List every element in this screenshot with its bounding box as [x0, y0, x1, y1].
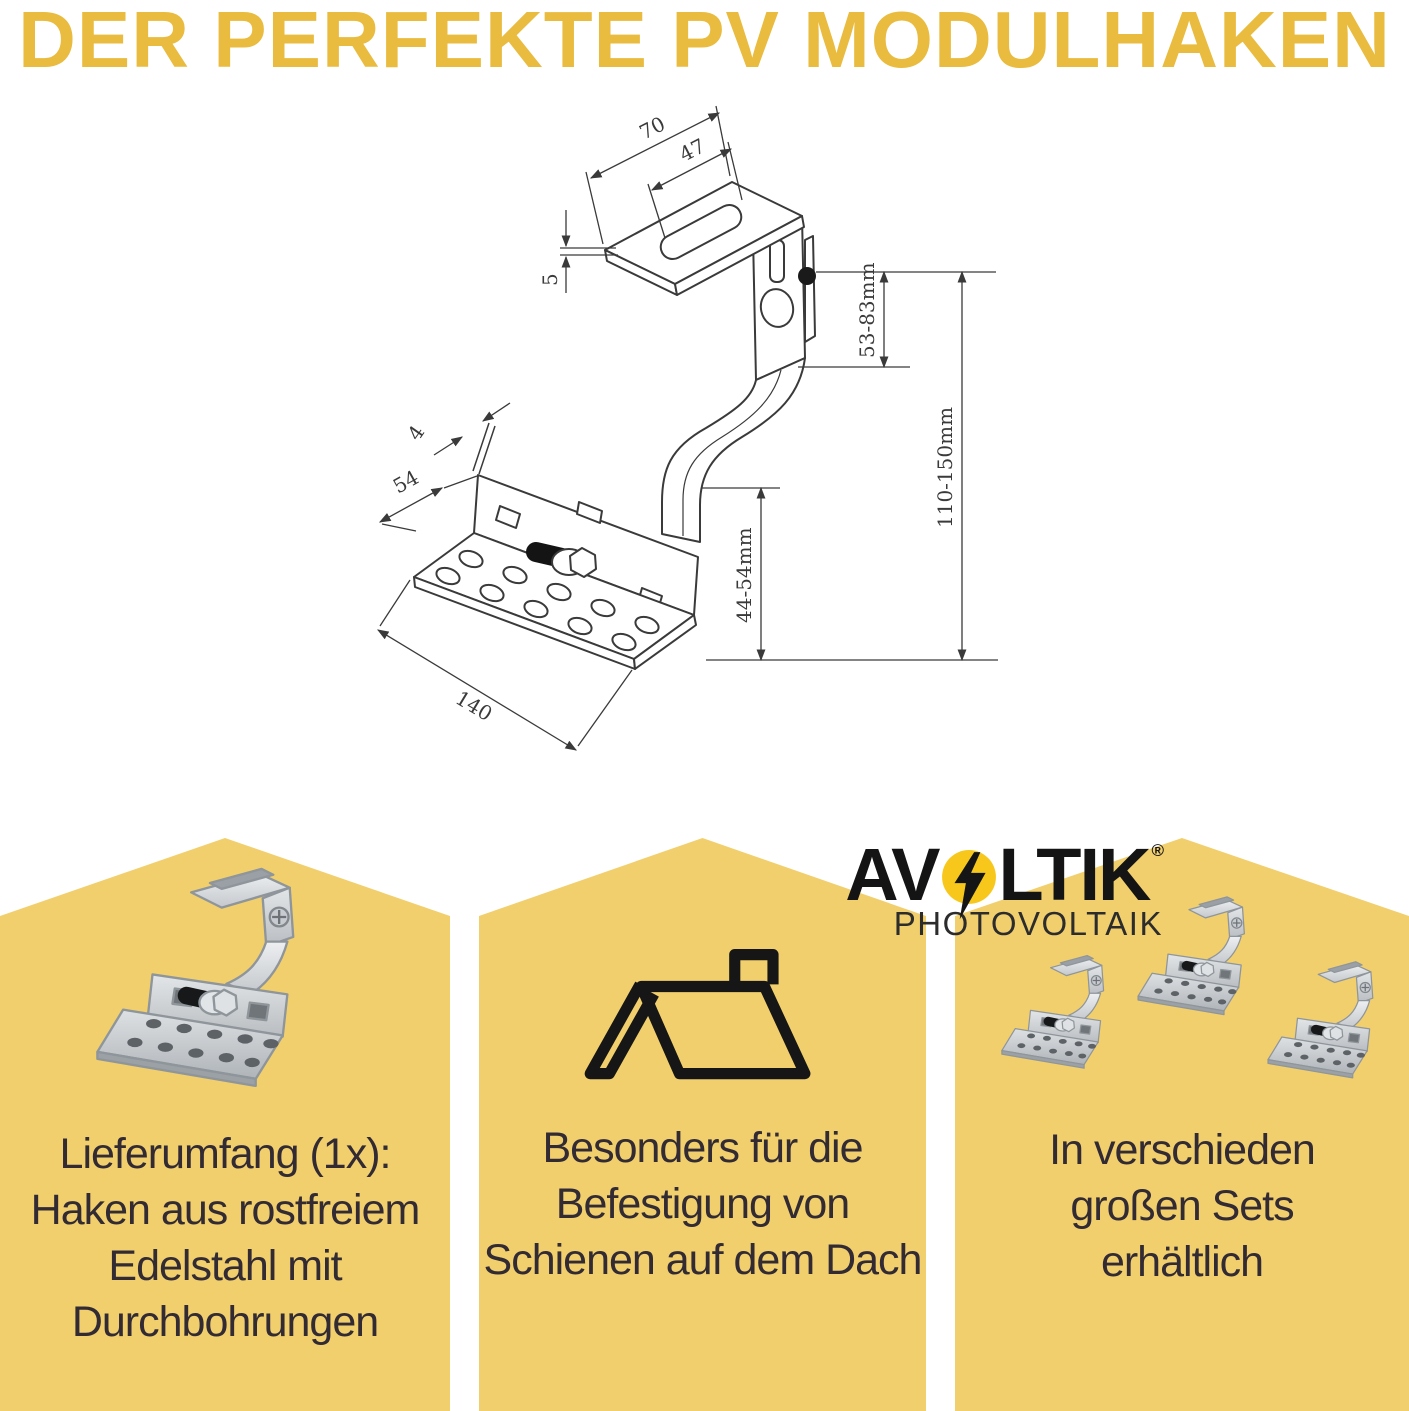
- dim-total-height: 110-150mm: [933, 407, 957, 528]
- brand-subtitle: PHOTOVOLTAIK: [893, 905, 1163, 942]
- dim-top-width: 70: [635, 112, 669, 145]
- flange-bolt: [526, 542, 597, 578]
- text-line: Schienen auf dem Dach: [483, 1236, 923, 1284]
- panel-lieferumfang-text: Lieferumfang (1x): Haken aus rostfreiem …: [0, 1126, 450, 1350]
- text-line: In verschieden: [1049, 1126, 1316, 1174]
- dim-plate-thickness: 5: [538, 273, 562, 286]
- lightning-bolt-icon: [940, 849, 998, 920]
- text-line: großen Sets: [1070, 1182, 1294, 1230]
- dim-slot-width: 47: [675, 134, 709, 167]
- dim-hook-adjust: 53-83mm: [855, 262, 879, 358]
- panel-befestigung-text: Besonders für die Befestigung von Schien…: [479, 1120, 926, 1288]
- brand-wordmark: AV LTIK ®: [812, 833, 1164, 920]
- text-line: Besonders für die: [542, 1124, 863, 1172]
- brand-logo: AV LTIK ® PHOTOVOLTAIK: [812, 838, 1164, 943]
- roof-icon: [584, 949, 811, 1080]
- text-line: Haken aus rostfreiem: [30, 1186, 421, 1234]
- panel-befestigung: Besonders für die Befestigung von Schien…: [479, 838, 926, 1411]
- text-line: erhältlich: [1100, 1238, 1264, 1286]
- dim-sheet-thickness: 4: [402, 421, 429, 445]
- pivot-bolt: [798, 267, 816, 285]
- text-line: Lieferumfang (1x):: [59, 1130, 392, 1178]
- dim-base-length: 140: [451, 686, 496, 726]
- hook-outline: [413, 181, 816, 670]
- hook-photo-small-3: [1263, 944, 1401, 1100]
- dimension-lines: [376, 105, 998, 751]
- base-holes: [435, 549, 660, 652]
- technical-drawing: 70 47 5 53-83mm 110-150mm 4 54 44-54mm 1…: [376, 105, 998, 751]
- panel-sets-text: In verschieden großen Sets erhältlich: [955, 1122, 1409, 1290]
- panel-lieferumfang: Lieferumfang (1x): Haken aus rostfreiem …: [0, 838, 450, 1411]
- wordmark-start: AV: [845, 833, 940, 916]
- hook-photo-small-1: [997, 938, 1131, 1090]
- text-line: Edelstahl mit: [108, 1242, 342, 1290]
- text-line: Durchbohrungen: [71, 1298, 379, 1346]
- hook-photo: [88, 864, 346, 1099]
- dim-lower-adjust: 44-54mm: [732, 527, 756, 623]
- trademark-mark: ®: [1151, 841, 1164, 860]
- panel-sets: In verschieden großen Sets erhältlich: [955, 838, 1409, 1411]
- page-title: DER PERFEKTE PV MODULHAKEN: [18, 0, 1391, 84]
- dim-base-depth: 54: [389, 465, 423, 498]
- text-line: Befestigung von: [555, 1180, 850, 1228]
- wordmark-end: LTIK: [998, 833, 1152, 916]
